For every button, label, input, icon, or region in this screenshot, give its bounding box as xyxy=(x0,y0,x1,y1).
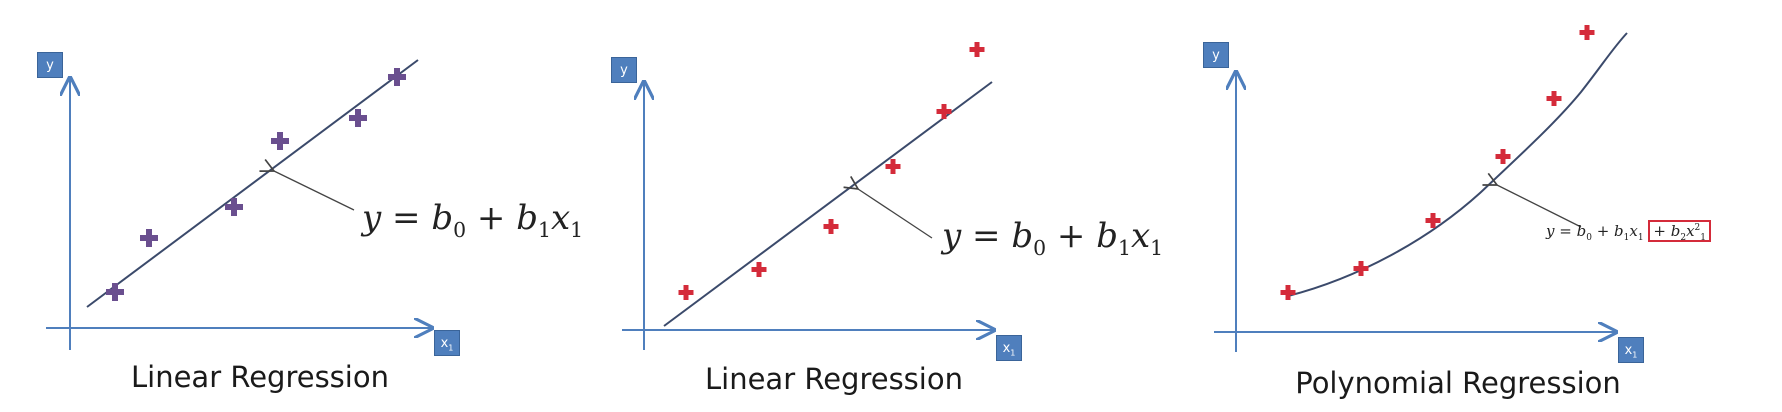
panel-polynomial-regression: y x1 y = b0 + b1x1 + b2x21 Polynomial Re… xyxy=(1188,0,1782,412)
data-point xyxy=(885,159,901,174)
data-points xyxy=(678,42,985,300)
data-point xyxy=(225,198,243,216)
data-point xyxy=(936,104,952,119)
data-point xyxy=(1546,91,1562,106)
y-axis-label: y xyxy=(1203,42,1229,68)
plot-linear-2 xyxy=(622,42,1188,350)
x-axis-label: x1 xyxy=(996,335,1022,361)
plot-polynomial xyxy=(1214,25,1628,352)
regression-equation: y = b0 + b1x1 xyxy=(362,198,584,242)
data-point xyxy=(969,42,985,57)
pointer-arrow xyxy=(1497,185,1582,228)
panel-title: Linear Regression xyxy=(131,360,389,394)
data-point xyxy=(751,262,767,277)
x-axis-label: x1 xyxy=(434,330,460,356)
regression-curve xyxy=(1287,32,1628,297)
data-point xyxy=(1353,261,1369,276)
data-point xyxy=(140,229,158,247)
pointer-arrow xyxy=(858,189,933,239)
regression-line xyxy=(86,59,419,308)
y-axis-label: y xyxy=(37,52,63,78)
pointer-arrow xyxy=(274,171,355,211)
data-point xyxy=(1495,149,1511,164)
data-point xyxy=(823,219,839,234)
data-point xyxy=(388,68,406,86)
data-point xyxy=(1425,213,1441,228)
quadratic-term-highlight: + b2x21 xyxy=(1648,220,1711,243)
panel-title: Linear Regression xyxy=(705,362,963,396)
data-points xyxy=(1280,25,1595,300)
x-axis-label: x1 xyxy=(1618,337,1644,363)
panel-linear-regression-1: y x1 y = b0 + b1x1 Linear Regression xyxy=(0,0,594,412)
data-point xyxy=(106,283,124,301)
data-point xyxy=(1280,285,1296,300)
regression-line xyxy=(663,81,993,327)
data-point xyxy=(271,132,289,150)
y-axis-label: y xyxy=(611,57,637,83)
regression-equation: y = b0 + b1x1 + b2x21 xyxy=(1546,220,1711,243)
plot-linear-1 xyxy=(46,59,594,350)
data-point xyxy=(349,109,367,127)
data-point xyxy=(678,285,694,300)
panel-title: Polynomial Regression xyxy=(1295,366,1621,400)
regression-equation: y = b0 + b1x1 xyxy=(942,216,1164,260)
panel-linear-regression-2: y x1 y = b0 + b1x1 Linear Regression xyxy=(594,0,1188,412)
data-points xyxy=(106,68,406,301)
data-point xyxy=(1579,25,1595,40)
